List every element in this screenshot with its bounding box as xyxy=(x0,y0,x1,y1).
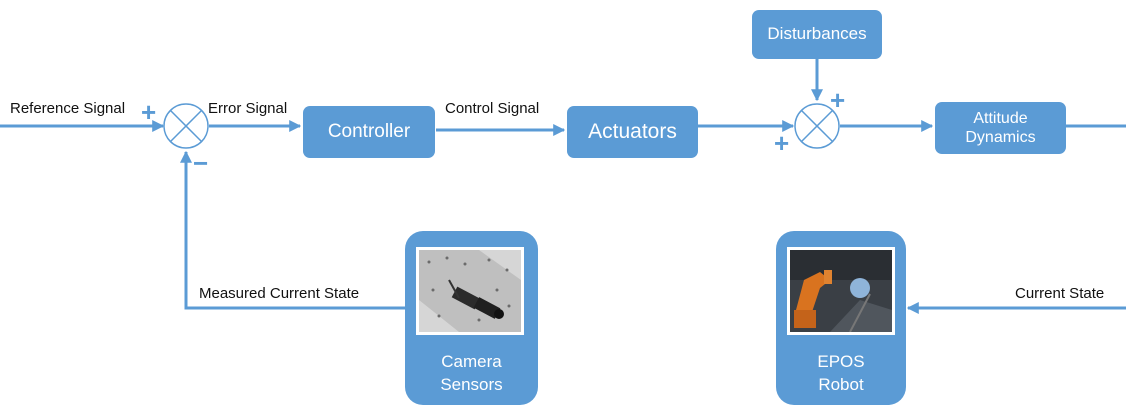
camera-sensors-label: Camera Sensors xyxy=(440,352,503,394)
robot-photo xyxy=(787,247,895,335)
control-signal-label: Control Signal xyxy=(445,100,540,117)
disturbances-block: Disturbances xyxy=(752,10,882,59)
summing-junction-1 xyxy=(163,103,209,149)
attitude-dynamics-label: Attitude Dynamics xyxy=(965,109,1036,146)
attitude-dynamics-block: Attitude Dynamics xyxy=(935,102,1066,154)
sum1-minus-sign: − xyxy=(193,148,209,178)
error-signal-label: Error Signal xyxy=(208,100,288,117)
disturbances-label: Disturbances xyxy=(767,24,867,44)
sum2-plus-left-sign: + xyxy=(774,128,790,158)
epos-robot-block: EPOS Robot xyxy=(776,231,906,405)
feedback-wire xyxy=(180,150,405,310)
current-state-label: Current State xyxy=(1015,285,1105,302)
reference-signal-label: Reference Signal xyxy=(10,100,126,117)
controller-block: Controller xyxy=(303,106,435,158)
camera-sensors-block: Camera Sensors xyxy=(405,231,538,405)
sum1-plus-sign: + xyxy=(141,97,157,127)
summing-junction-2 xyxy=(794,103,840,149)
sum2-plus-top-sign: + xyxy=(830,85,846,115)
actuators-block: Actuators xyxy=(567,106,698,158)
actuators-label: Actuators xyxy=(588,120,677,144)
measured-state-label: Measured Current State xyxy=(199,285,360,302)
epos-robot-label: EPOS Robot xyxy=(817,352,865,394)
camera-photo xyxy=(416,247,524,335)
controller-label: Controller xyxy=(327,120,411,142)
